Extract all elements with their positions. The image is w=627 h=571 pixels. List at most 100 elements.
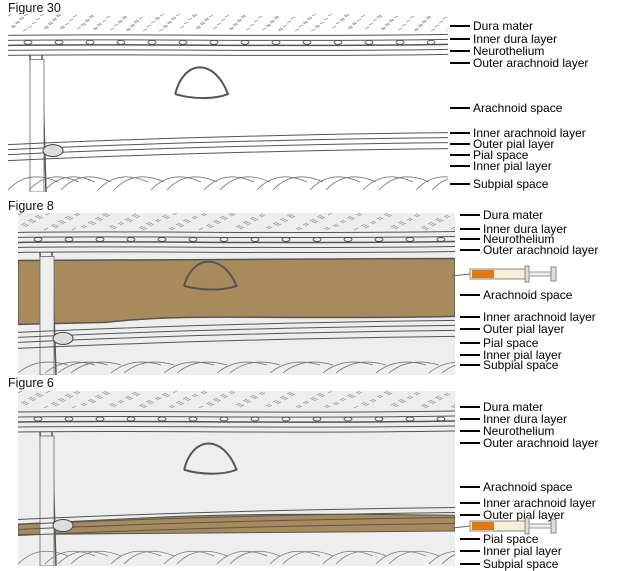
pial-layer-line bbox=[18, 335, 455, 349]
trabecular-column-body bbox=[39, 435, 55, 566]
label-subpial-space: Subpial space bbox=[483, 557, 559, 571]
membrane-layer-line bbox=[18, 420, 455, 423]
pial-layer-line bbox=[18, 319, 455, 333]
leader-line bbox=[460, 514, 480, 516]
pial-layer-line bbox=[18, 523, 455, 536]
dura-mater-texture bbox=[18, 391, 455, 409]
cell-nucleus bbox=[219, 416, 229, 422]
leader-line bbox=[450, 143, 470, 145]
leader-line bbox=[460, 442, 480, 444]
leader-line bbox=[450, 183, 470, 185]
leader-line bbox=[460, 486, 480, 488]
label-outer-arachnoid-layer: Outer arachnoid layer bbox=[473, 56, 589, 70]
cell-nucleus bbox=[85, 39, 95, 45]
cell-nucleus bbox=[126, 237, 136, 242]
subpial-fiber bbox=[378, 176, 430, 191]
cell-nucleus bbox=[116, 39, 126, 45]
label-outer-pial-layer: Outer pial layer bbox=[483, 508, 565, 522]
blood-vessel bbox=[52, 331, 74, 345]
cell-nucleus bbox=[302, 39, 312, 45]
subpial-fiber bbox=[375, 550, 427, 565]
label-outer-arachnoid-layer: Outer arachnoid layer bbox=[483, 243, 599, 257]
subpial-fiber bbox=[113, 176, 165, 191]
leader-line bbox=[450, 25, 470, 27]
subpial-fiber bbox=[428, 551, 455, 565]
cell-nucleus bbox=[219, 237, 229, 242]
label-inner-arachnoid-layer: Inner arachnoid layer bbox=[483, 496, 596, 510]
cell-nucleus bbox=[250, 416, 260, 422]
figure-1-illustration bbox=[18, 213, 455, 375]
leader-line bbox=[450, 165, 470, 167]
membrane-layer-line bbox=[18, 250, 455, 254]
cell-nucleus bbox=[436, 416, 446, 422]
subpial-fiber bbox=[110, 361, 162, 374]
cell-nucleus bbox=[147, 39, 157, 45]
membrane-layer-line bbox=[18, 245, 455, 249]
membrane-layer-line bbox=[18, 425, 455, 428]
label-inner-pial-layer: Inner pial layer bbox=[483, 348, 562, 362]
dura-mater-texture bbox=[8, 14, 448, 32]
label-inner-dura-layer: Inner dura layer bbox=[473, 32, 558, 46]
leader-line bbox=[450, 154, 470, 156]
label-outer-pial-layer: Outer pial layer bbox=[473, 137, 555, 151]
label-inner-dura-layer: Inner dura layer bbox=[483, 412, 568, 426]
subpial-fiber bbox=[203, 176, 255, 191]
subpial-fiber bbox=[44, 361, 96, 374]
subpial-fiber bbox=[166, 176, 218, 191]
subpial-fiber bbox=[415, 176, 448, 191]
leader-line bbox=[460, 294, 480, 296]
subpial-fiber bbox=[70, 361, 122, 374]
leader-line bbox=[450, 50, 470, 52]
label-pial-space: Pial space bbox=[483, 532, 539, 546]
label-dura-mater: Dura mater bbox=[473, 19, 534, 33]
subpial-fiber bbox=[18, 550, 69, 565]
subpial-fiber bbox=[269, 550, 321, 565]
pial-layer-line bbox=[18, 507, 455, 520]
subpial-fiber bbox=[282, 361, 334, 374]
subpial-fiber bbox=[176, 361, 228, 374]
cell-nucleus bbox=[188, 416, 198, 422]
trabecular-column-body bbox=[39, 256, 55, 375]
cell-nucleus bbox=[405, 237, 415, 242]
leader-line bbox=[460, 550, 480, 552]
leader-line bbox=[460, 214, 480, 216]
arachnoid-trabecula bbox=[183, 260, 238, 291]
leader-line bbox=[450, 107, 470, 109]
cell-nucleus bbox=[240, 39, 250, 45]
label-pial-space: Pial space bbox=[473, 148, 529, 162]
cell-nucleus bbox=[157, 416, 167, 422]
subpial-fiber bbox=[256, 176, 308, 191]
subpial-fiber bbox=[163, 361, 215, 374]
membrane-layer-line bbox=[18, 410, 455, 413]
subpial-fiber bbox=[216, 361, 268, 374]
subpial-fiber bbox=[60, 176, 112, 191]
panel-background bbox=[8, 14, 448, 192]
cell-nucleus bbox=[364, 39, 374, 45]
cell-nucleus bbox=[126, 416, 136, 422]
cell-nucleus bbox=[178, 39, 188, 45]
leader-line bbox=[460, 418, 480, 420]
subpial-fiber bbox=[216, 550, 268, 565]
cell-nucleus bbox=[95, 237, 105, 242]
membrane-layer-line bbox=[18, 235, 455, 239]
subpial-fiber bbox=[219, 176, 271, 191]
cell-nucleus bbox=[395, 39, 405, 45]
cell-nucleus bbox=[95, 416, 105, 422]
leader-line bbox=[460, 354, 480, 356]
syringe-icon bbox=[452, 517, 557, 535]
label-subpial-space: Subpial space bbox=[483, 358, 559, 372]
label-outer-arachnoid-layer: Outer arachnoid layer bbox=[483, 436, 599, 450]
subpial-fiber bbox=[44, 176, 96, 191]
leader-line bbox=[450, 62, 470, 64]
cell-nucleus bbox=[281, 237, 291, 242]
arachnoid-trabecula bbox=[174, 66, 230, 100]
subpial-fiber bbox=[150, 176, 202, 191]
leader-line bbox=[460, 430, 480, 432]
subpial-fiber bbox=[123, 361, 175, 374]
subpial-fiber bbox=[441, 364, 455, 374]
dura-mater-texture bbox=[18, 213, 455, 231]
cell-nucleus bbox=[157, 237, 167, 242]
label-inner-pial-layer: Inner pial layer bbox=[473, 159, 552, 173]
label-inner-arachnoid-layer: Inner arachnoid layer bbox=[483, 310, 596, 324]
cell-nucleus bbox=[54, 39, 64, 45]
